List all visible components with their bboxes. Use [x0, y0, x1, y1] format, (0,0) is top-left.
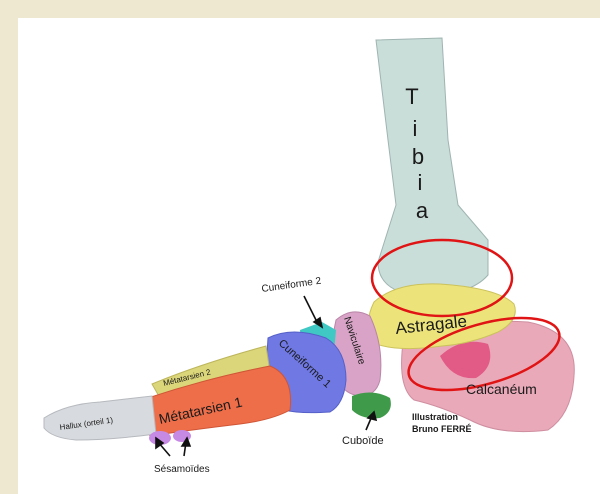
- cuboide-label: Cuboïde: [342, 435, 384, 447]
- tibia-letter: i: [418, 170, 423, 195]
- tibia-letter: b: [412, 144, 424, 169]
- credit-line-2: Bruno FERRÉ: [412, 424, 472, 434]
- tibia-letter: T: [405, 84, 418, 109]
- tibia-letter: i: [413, 116, 418, 141]
- sesamoides-label: Sésamoïdes: [154, 464, 210, 475]
- credit-line-1: Illustration: [412, 412, 458, 422]
- cuneiforme2-label: Cuneiforme 2: [261, 276, 322, 295]
- calcaneum-label: Calcanéum: [466, 381, 537, 397]
- tibia-bone: [376, 38, 488, 296]
- tibia-letter: a: [416, 198, 429, 223]
